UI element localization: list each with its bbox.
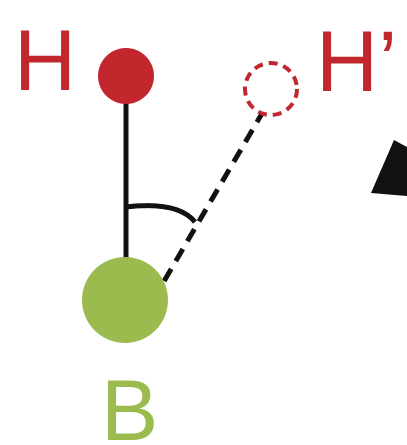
displaced-bond — [160, 108, 267, 285]
angle-arc — [125, 203, 197, 224]
hydrogen-atom — [98, 48, 154, 104]
boron-atom — [82, 257, 168, 343]
label-b: B — [101, 363, 158, 445]
displaced-hydrogen-atom — [243, 61, 299, 117]
label-h: H — [14, 13, 76, 109]
label-h-prime: H’ — [316, 14, 397, 110]
arrow-head — [371, 140, 407, 196]
